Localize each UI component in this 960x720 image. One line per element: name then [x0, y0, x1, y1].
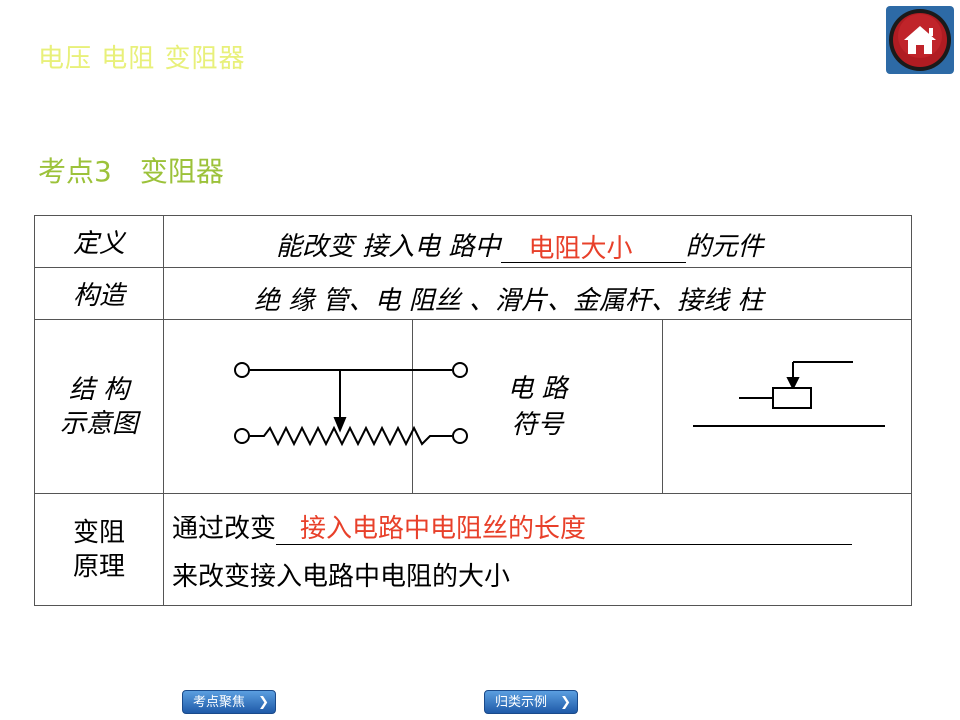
principle-label: 变阻 原理 [34, 493, 164, 606]
structure-label-line1: 结 构 [68, 374, 130, 405]
principle-label-line2: 原理 [72, 551, 125, 582]
chevron-right-icon: ❯ [560, 695, 571, 710]
symbol-label: 电 路 符号 [412, 319, 663, 494]
circuit-symbol-cell [661, 319, 913, 494]
principle-content: 通过改变接入电路中电阻丝的长度 来改变接入电路中电阻的大小 [163, 493, 912, 606]
table-row-definition: 定义 能改变 接入电 路中电阻大小 的元件 [34, 215, 912, 268]
rheostat-table: 定义 能改变 接入电 路中电阻大小 的元件 构造 绝 缘 管、电 阻丝 、滑片、金… [34, 215, 913, 606]
table-row-structure: 结 构 示意图 电 路 [34, 319, 913, 494]
page-header-title: 电压 电阻 变阻器 [38, 44, 246, 74]
nav-button-key-points-label: 考点聚焦 [193, 695, 246, 710]
definition-suffix: 的元件 [685, 232, 764, 262]
principle-prefix: 通过改变 [172, 514, 277, 544]
rheostat-circuit-symbol [692, 361, 885, 427]
nav-button-examples[interactable]: 归类示例 ❯ [484, 690, 578, 714]
construction-label: 构造 [34, 267, 164, 320]
structure-label-line2: 示意图 [59, 408, 138, 439]
principle-blank: 接入电路中电阻丝的长度 [276, 514, 853, 545]
home-button[interactable] [886, 6, 954, 74]
table-row-construction: 构造 绝 缘 管、电 阻丝 、滑片、金属杆、接线 柱 [34, 267, 912, 320]
home-icon [886, 6, 954, 74]
construction-text: 绝 缘 管、电 阻丝 、滑片、金属杆、接线 柱 [254, 286, 764, 316]
chevron-right-icon: ❯ [258, 695, 269, 710]
section-title: 考点3 变阻器 [38, 155, 224, 188]
rheostat-structure-diagram [234, 362, 468, 447]
construction-content: 绝 缘 管、电 阻丝 、滑片、金属杆、接线 柱 [163, 267, 912, 320]
definition-blank: 电阻大小 [500, 232, 686, 264]
symbol-label-line1: 电 路 [507, 373, 568, 404]
definition-prefix: 能改变 接入电 路中 [276, 232, 501, 262]
structure-label: 结 构 示意图 [34, 319, 164, 494]
principle-label-line1: 变阻 [72, 517, 125, 548]
structure-diagram-cell [162, 319, 468, 494]
definition-answer: 电阻大小 [528, 234, 633, 264]
principle-line2: 来改变接入电路中电阻的大小 [172, 562, 511, 592]
nav-button-key-points[interactable]: 考点聚焦 ❯ [182, 690, 276, 714]
table-row-principle: 变阻 原理 通过改变接入电路中电阻丝的长度 来改变接入电路中电阻的大小 [34, 493, 912, 606]
definition-label: 定义 [34, 215, 164, 268]
definition-content: 能改变 接入电 路中电阻大小 的元件 [163, 215, 912, 268]
principle-answer: 接入电路中电阻丝的长度 [300, 514, 587, 544]
nav-button-examples-label: 归类示例 [495, 695, 548, 710]
symbol-label-line2: 符号 [511, 409, 564, 440]
